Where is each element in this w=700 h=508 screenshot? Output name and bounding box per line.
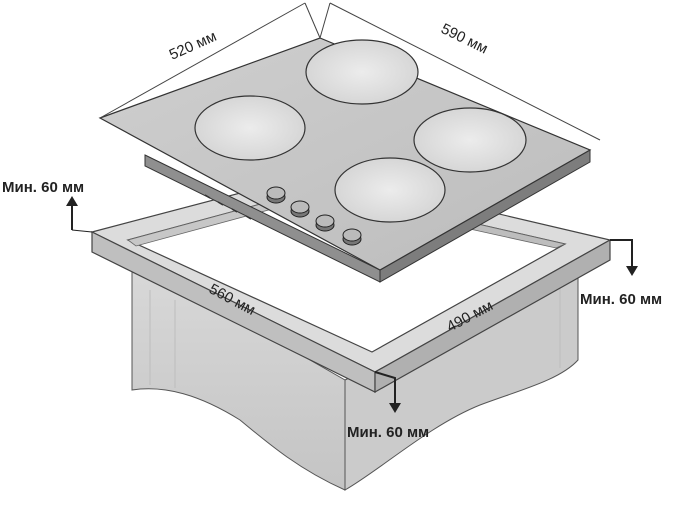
clearance-right-label: Мин. 60 мм	[580, 291, 662, 308]
clearance-right: Мин. 60 мм	[580, 239, 662, 308]
countertop-front-right-edge	[374, 238, 611, 394]
knob-2	[290, 200, 310, 218]
burner-front-left	[334, 157, 446, 223]
clearance-left: Мин. 60 мм	[2, 179, 93, 233]
knob-4	[342, 228, 362, 246]
clearance-front: Мин. 60 мм	[347, 371, 429, 441]
hob-dimension-lines	[99, 2, 601, 141]
clearance-front-label: Мин. 60 мм	[347, 424, 429, 441]
burner-front-right	[413, 107, 527, 173]
cabinet-right-face	[344, 261, 579, 491]
cabinet	[131, 257, 579, 491]
hob-width-label: 520 мм	[167, 28, 219, 64]
clearance-front-arrow	[374, 371, 396, 405]
control-knobs	[266, 186, 362, 246]
hob-top-surface	[98, 37, 592, 271]
clearance-left-label: Мин. 60 мм	[2, 179, 84, 196]
hob	[98, 37, 592, 283]
knob-3	[315, 214, 335, 232]
hob-depth-label: 590 мм	[438, 20, 490, 57]
clearance-right-arrow	[610, 239, 633, 268]
burner-back-right	[305, 39, 419, 105]
cabinet-left-face	[131, 257, 346, 491]
burner-back-left	[194, 95, 306, 161]
knob-1	[266, 186, 286, 204]
